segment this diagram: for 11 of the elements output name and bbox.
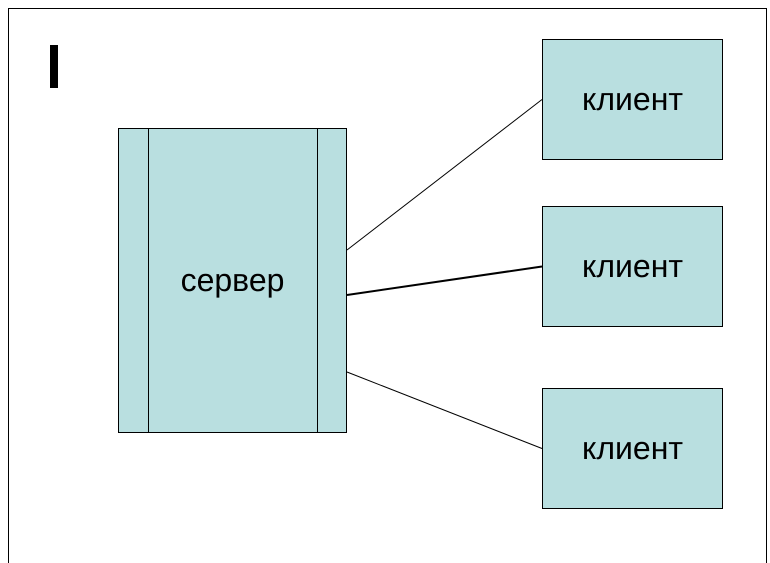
- connector-line: [346, 99, 542, 250]
- client-box: [542, 39, 723, 160]
- connector-line: [346, 372, 542, 449]
- connector-line: [346, 266, 542, 296]
- client-box: [542, 206, 723, 327]
- client-box: [542, 388, 723, 509]
- node-label: клиент: [582, 430, 684, 467]
- node-label: клиент: [582, 81, 684, 118]
- server-box: [118, 128, 347, 433]
- node-label: сервер: [180, 262, 284, 299]
- node-label: клиент: [582, 248, 684, 285]
